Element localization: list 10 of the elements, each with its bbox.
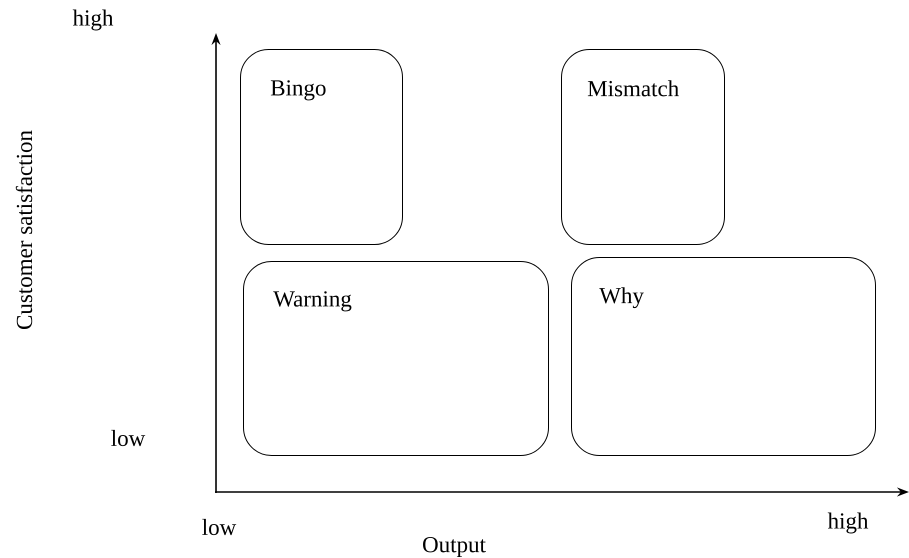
axis-title: Customer satisfaction bbox=[16, 130, 32, 330]
quadrant-box: Warning bbox=[243, 261, 549, 456]
axis-label: high bbox=[828, 512, 868, 534]
quadrant-box: Mismatch bbox=[561, 49, 725, 245]
axis-label: low bbox=[202, 518, 236, 536]
axis-title: Output bbox=[423, 536, 486, 558]
axis-label: high bbox=[72, 10, 114, 30]
quadrant-box: Bingo bbox=[240, 49, 403, 245]
axis-label: low bbox=[111, 430, 146, 446]
quadrant-box: Why bbox=[571, 257, 876, 456]
